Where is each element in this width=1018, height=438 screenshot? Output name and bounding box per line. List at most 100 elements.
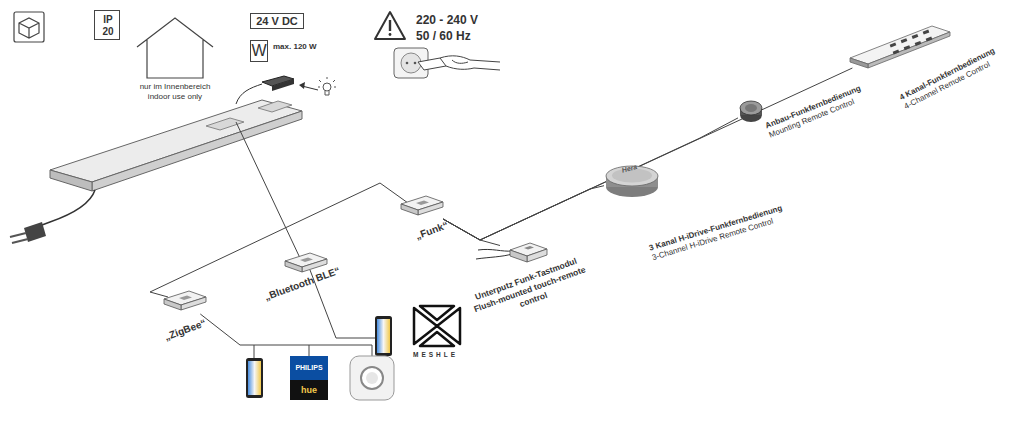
phone-screen xyxy=(377,319,390,353)
node-text: PHILIPS xyxy=(290,364,328,371)
knob-part xyxy=(745,104,757,112)
icon-frame xyxy=(14,12,44,42)
node-text: 24 V DC xyxy=(251,15,303,28)
caption-text: „Funk“ xyxy=(414,219,450,241)
caption-group: „ZigBee“ xyxy=(163,317,207,342)
wire xyxy=(254,345,255,358)
phone-body xyxy=(246,358,263,398)
remote-part xyxy=(912,34,919,39)
knob-outline xyxy=(738,98,764,124)
remote-part xyxy=(893,50,900,55)
warning-symbol xyxy=(375,12,405,39)
remote-part xyxy=(923,30,930,35)
driver-end xyxy=(50,170,92,191)
connector-line xyxy=(443,118,738,240)
warning-bar xyxy=(389,20,391,31)
remote-part xyxy=(915,41,922,46)
socket-plug-icon xyxy=(394,48,500,78)
remote-part xyxy=(926,37,933,42)
module-part xyxy=(416,201,429,206)
mains-cable xyxy=(10,190,95,243)
switch-ring xyxy=(361,367,383,389)
meshle-logo xyxy=(414,306,460,346)
handheld-remote: 4 Kanal-Funkfernbedienung4-Channel Remot… xyxy=(848,24,952,68)
phone-screen xyxy=(248,361,261,395)
bus-wires xyxy=(150,122,408,358)
module-outline xyxy=(163,290,207,314)
connector-line xyxy=(443,219,500,246)
radio-module: „Funk“ xyxy=(400,195,444,219)
wire xyxy=(309,345,372,356)
rating-box: Wmax. 120 W xyxy=(250,40,268,62)
note-label: 220 - 240 V xyxy=(416,13,478,27)
connector-line xyxy=(200,314,309,356)
remote-part xyxy=(890,43,897,48)
driver-cover xyxy=(258,101,292,112)
brand-logo: PHILIPS hue xyxy=(290,356,328,400)
package-icon xyxy=(14,12,44,42)
wall-switch xyxy=(350,356,394,400)
module-part xyxy=(300,258,313,263)
knob-part xyxy=(740,101,762,115)
node-text: max. 120 W xyxy=(273,42,317,51)
caption-group: „Funk“ xyxy=(414,219,450,241)
plug-pins xyxy=(10,233,28,243)
touch-module: Unterputz Funk-TastmodulFlush-mounted to… xyxy=(500,238,548,266)
arrow-line xyxy=(302,86,318,90)
driver-front xyxy=(92,111,302,191)
switch-button xyxy=(366,372,378,384)
caption-text: 4 Kanal-Funkfernbedienung xyxy=(898,46,997,103)
module-part xyxy=(164,299,181,310)
remote-part xyxy=(850,26,950,64)
sensor-front xyxy=(272,79,294,91)
unterputz-part xyxy=(476,254,512,259)
bulb-base-rays xyxy=(318,77,336,95)
caption-group: Anbau-FunkfernbedienungMounting Remote C… xyxy=(764,84,866,141)
warning-dot xyxy=(389,33,392,36)
arrow-head xyxy=(299,82,305,89)
warning-triangle xyxy=(375,12,405,39)
wire xyxy=(150,183,408,297)
module-part xyxy=(179,296,192,301)
caption-group: Unterputz Funk-TastmodulFlush-mounted to… xyxy=(464,252,596,327)
zigbee-module: „ZigBee“ xyxy=(163,290,207,314)
unterputz-outline xyxy=(500,238,548,266)
note-label: indoor use only xyxy=(130,92,220,101)
remote-part xyxy=(868,32,950,68)
remote-part xyxy=(904,45,911,50)
cable xyxy=(42,190,95,225)
unterputz-part xyxy=(524,246,534,250)
rating-box: 24 V DC xyxy=(250,13,304,29)
driver-cover xyxy=(206,118,244,130)
hidrive-remote: Hera3 Kanal H-iDrive-Funkfernbedienung3-… xyxy=(604,160,660,198)
remote-outline xyxy=(848,24,952,68)
caption-group: 3 Kanal H-iDrive-Funkfernbedienung3-Chan… xyxy=(648,203,786,263)
node-text: W xyxy=(251,42,267,60)
phone-icon xyxy=(246,358,263,398)
node-text: hue xyxy=(290,385,328,395)
socket-face xyxy=(401,53,421,73)
mounting-remote: Anbau-FunkfernbedienungMounting Remote C… xyxy=(738,98,764,124)
plug xyxy=(418,58,446,70)
driver-top xyxy=(50,100,302,182)
house-outline xyxy=(137,18,213,78)
unterputz-part xyxy=(527,249,547,262)
bluetooth-module: „Bluetooth BLE“ xyxy=(284,252,328,276)
remote-part xyxy=(850,58,868,68)
bulb xyxy=(323,83,331,91)
note-label: 50 / 60 Hz xyxy=(416,29,471,43)
led-driver xyxy=(50,100,302,191)
module-part xyxy=(285,261,302,272)
module-part xyxy=(401,204,418,215)
hand xyxy=(440,56,500,70)
socket-hole xyxy=(406,62,409,65)
caption-text: „ZigBee“ xyxy=(163,317,207,342)
sensor-cable xyxy=(236,84,262,104)
module-outline xyxy=(400,195,444,219)
unterputz-part xyxy=(478,249,512,251)
caption-group: 4 Kanal-Funkfernbedienung4-Channel Remot… xyxy=(898,46,1001,112)
connector-line xyxy=(443,68,852,240)
phone-body xyxy=(375,316,392,356)
rating-box: IP 20 xyxy=(94,10,120,40)
